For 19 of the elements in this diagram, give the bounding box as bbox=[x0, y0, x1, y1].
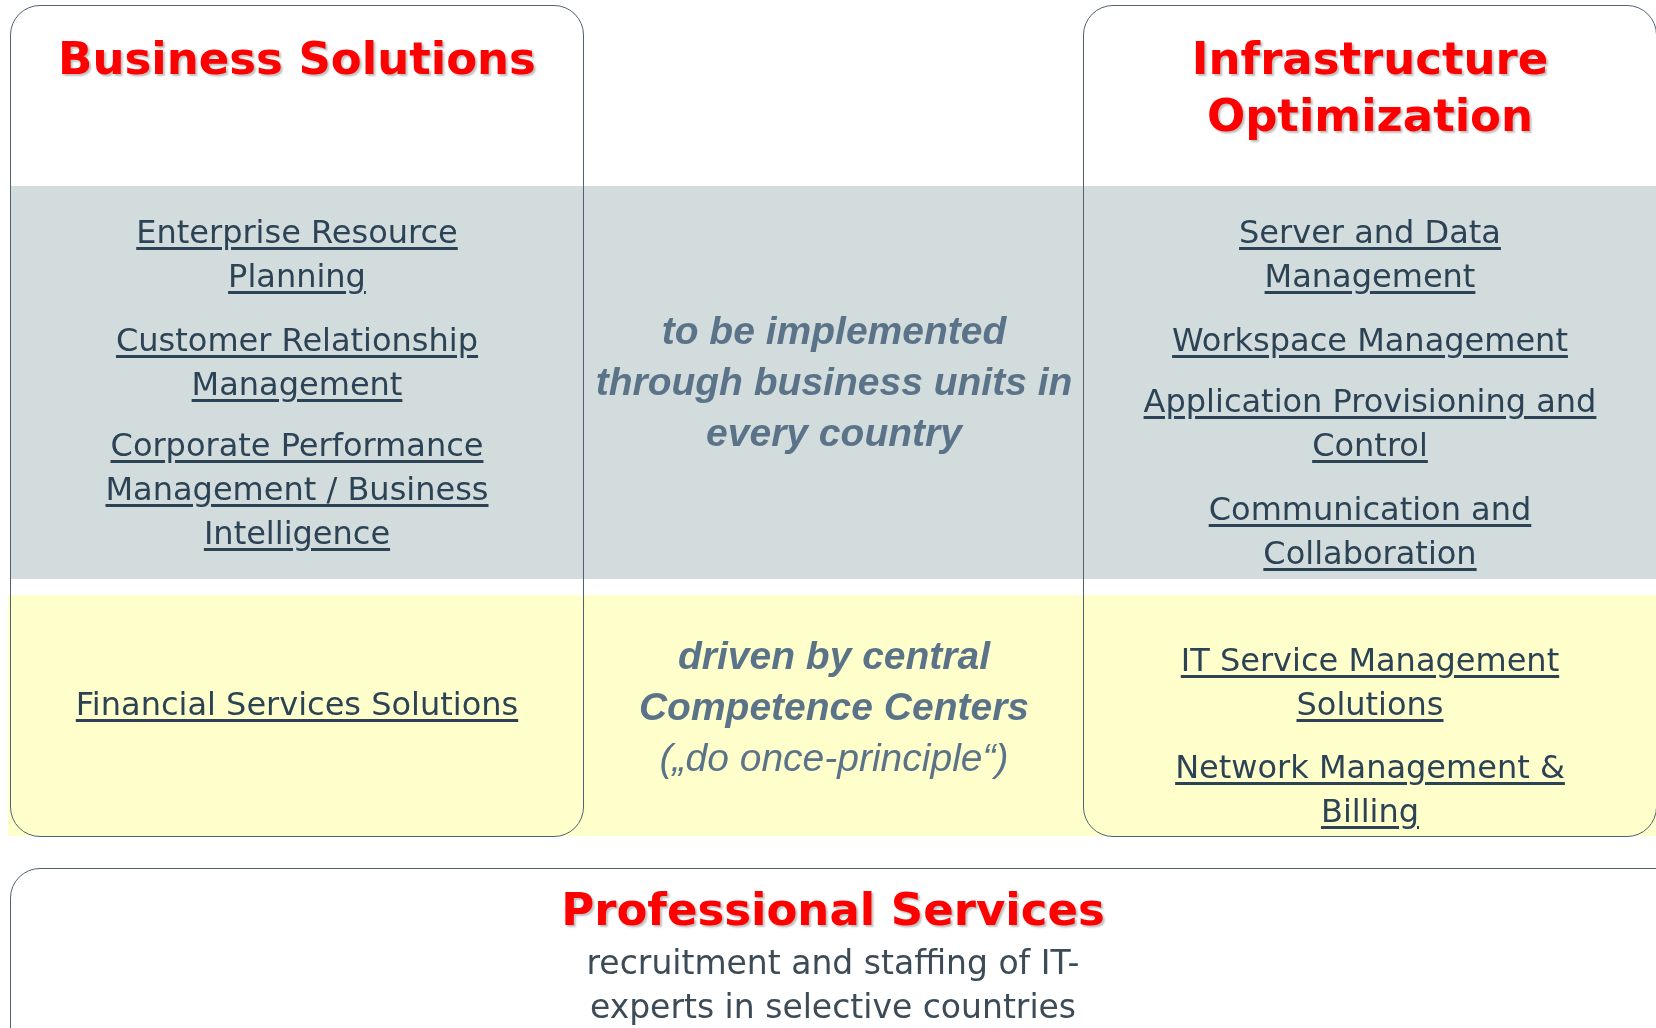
service-link: Customer Relationship Management bbox=[114, 320, 479, 405]
note-text: to be implemented through business units in every country bbox=[594, 308, 1074, 456]
panel bbox=[10, 5, 584, 837]
service-link: Workspace Management bbox=[1171, 320, 1569, 361]
service-link: Corporate Performance Management / Business Intelligence bbox=[104, 425, 490, 554]
note-text: („do once-principle“) bbox=[658, 735, 1010, 781]
note-text: driven by central Competence Centers bbox=[637, 633, 1031, 730]
service-link: Financial Services Solutions bbox=[74, 684, 520, 725]
panel bbox=[10, 868, 1656, 1028]
panel-title: Professional Services bbox=[560, 882, 1106, 938]
panel-title: Infrastructure Optimization bbox=[1190, 31, 1550, 144]
service-link: Network Management & Billing bbox=[1174, 747, 1566, 832]
service-link: Enterprise Resource Planning bbox=[135, 212, 459, 297]
service-link: Server and Data Management bbox=[1238, 212, 1502, 297]
service-link: Communication and Collaboration bbox=[1207, 489, 1533, 574]
service-link: Application Provisioning and Control bbox=[1142, 381, 1598, 466]
panel-title: Business Solutions bbox=[57, 31, 537, 87]
description: recruitment and staffing of IT-experts in selective countries bbox=[585, 942, 1081, 1028]
service-link: IT Service Management Solutions bbox=[1179, 640, 1561, 725]
